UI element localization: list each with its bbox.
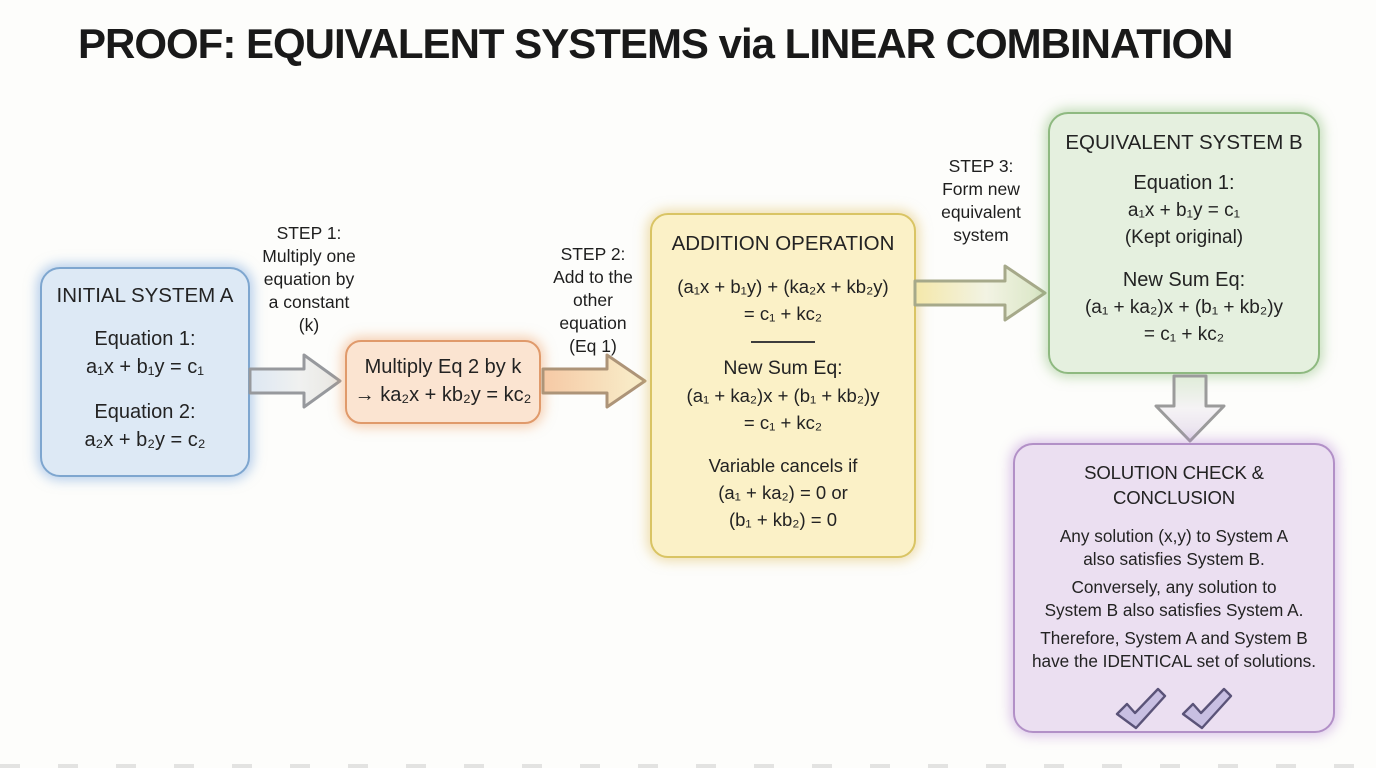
- cancel-line1: (a₁ + ka₂) = 0 or: [718, 482, 848, 503]
- new-sum-label: New Sum Eq:: [723, 357, 843, 379]
- step3-line: system: [953, 225, 1009, 245]
- check-icon: [1115, 687, 1167, 730]
- conclusion-para2-line: System B also satisfies System A.: [1044, 600, 1304, 620]
- step2-line: Add to the: [553, 267, 633, 287]
- cancel-line2: (b₁ + kb₂) = 0: [728, 509, 838, 530]
- sum-line1: (a₁x + b₁y) + (ka₂x + kb₂y): [677, 276, 889, 297]
- step2-title: STEP 2:: [560, 244, 626, 264]
- multiply-box: Multiply Eq 2 by k → ka₂x + kb₂y = kc₂: [345, 340, 541, 424]
- new-sum-label: New Sum Eq:: [1122, 269, 1246, 291]
- step1-line: a constant: [268, 292, 350, 312]
- step1-title: STEP 1:: [276, 223, 342, 243]
- step3-title: STEP 3:: [948, 156, 1014, 176]
- new-sum-line1: (a₁ + ka₂)x + (b₁ + kb₂)y: [686, 385, 880, 406]
- equation-divider: [751, 341, 815, 343]
- multiply-line2: → ka₂x + kb₂y = kc₂: [354, 384, 532, 406]
- right-arrow-icon: [913, 264, 1047, 322]
- conclusion-para1-line: Any solution (x,y) to System A: [1059, 526, 1289, 546]
- conclusion-heading: SOLUTION CHECK & CONCLUSION: [1084, 462, 1264, 508]
- addition-heading: ADDITION OPERATION: [671, 232, 895, 255]
- eq2-formula: a₂x + b₂y = c₂: [84, 429, 206, 451]
- eq2-label: Equation 2:: [94, 401, 196, 423]
- right-arrow-icon: [541, 353, 647, 409]
- initial-system-heading: INITIAL SYSTEM A: [56, 284, 234, 307]
- check-icon: [1181, 687, 1233, 730]
- eq1-label: Equation 1:: [94, 328, 196, 350]
- conclusion-para3-line: Therefore, System A and System B: [1040, 628, 1308, 648]
- sum-line2: = c₁ + kc₂: [743, 303, 823, 324]
- cancel-label: Variable cancels if: [708, 455, 858, 476]
- eq1-label: Equation 1:: [1133, 172, 1235, 194]
- eq1-formula: a₁x + b₁y = c₁: [85, 356, 205, 378]
- step2-line: equation: [559, 313, 627, 333]
- initial-system-a-box: INITIAL SYSTEM A Equation 1: a₁x + b₁y =…: [40, 267, 250, 477]
- right-arrow-icon: [248, 353, 342, 409]
- page-title: PROOF: EQUIVALENT SYSTEMS via LINEAR COM…: [78, 20, 1234, 67]
- checkmarks-row: [1114, 687, 1234, 731]
- step1-line: equation by: [263, 269, 355, 289]
- eq1-formula: a₁x + b₁y = c₁: [1127, 200, 1241, 221]
- conclusion-box: SOLUTION CHECK & CONCLUSION Any solution…: [1013, 443, 1335, 733]
- conclusion-para1-line: also satisfies System B.: [1083, 549, 1265, 569]
- eq1-note: (Kept original): [1124, 227, 1244, 248]
- step1-label: STEP 1: Multiply one equation by a const…: [238, 222, 380, 337]
- new-sum-line1: (a₁ + ka₂)x + (b₁ + kb₂)y: [1084, 297, 1284, 318]
- step3-line: Form new: [942, 179, 1020, 199]
- equivalent-system-heading: EQUIVALENT SYSTEM B: [1065, 131, 1303, 154]
- multiply-line1: Multiply Eq 2 by k: [364, 356, 522, 378]
- step1-line: Multiply one: [262, 246, 356, 266]
- new-sum-line2: = c₁ + kc₂: [1143, 324, 1225, 345]
- step1-line: (k): [298, 315, 320, 335]
- step2-line: (Eq 1): [569, 336, 617, 356]
- new-sum-line2: = c₁ + kc₂: [743, 412, 823, 433]
- equivalent-system-b-box: EQUIVALENT SYSTEM B Equation 1: a₁x + b₁…: [1048, 112, 1320, 374]
- step3-label: STEP 3: Form new equivalent system: [918, 155, 1044, 247]
- step2-line: other: [573, 290, 613, 310]
- step2-label: STEP 2: Add to the other equation (Eq 1): [533, 243, 653, 358]
- bottom-edge-artifact: [0, 764, 1376, 768]
- conclusion-para3-line: have the IDENTICAL set of solutions.: [1031, 651, 1317, 671]
- down-arrow-icon: [1154, 374, 1226, 443]
- conclusion-para2-line: Conversely, any solution to: [1071, 577, 1277, 597]
- step3-line: equivalent: [941, 202, 1021, 222]
- addition-operation-box: ADDITION OPERATION (a₁x + b₁y) + (ka₂x +…: [650, 213, 916, 558]
